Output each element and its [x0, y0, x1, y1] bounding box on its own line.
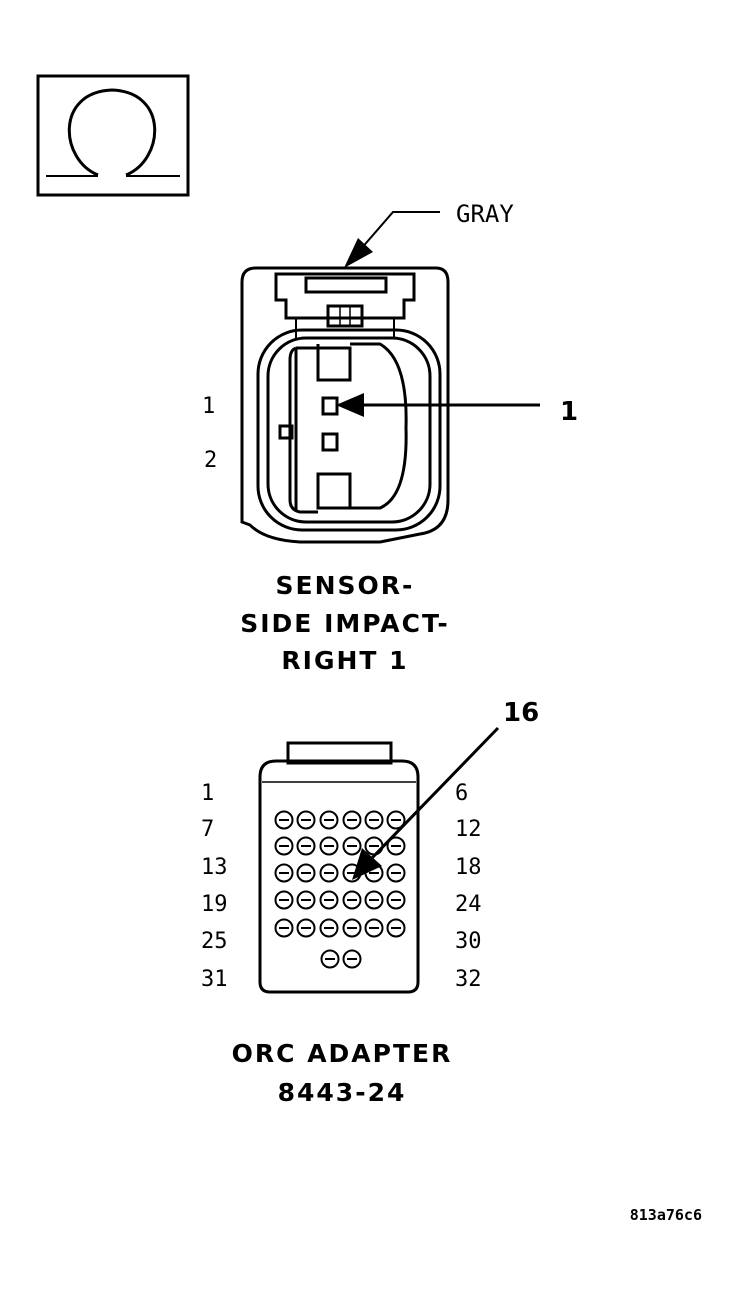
pin-cavity: [274, 863, 294, 883]
sensor-title-line-3: RIGHT 1: [281, 646, 408, 675]
pin-cavity: [386, 890, 406, 910]
adapter-connector: [258, 741, 420, 994]
right-pin-label: 6: [455, 781, 468, 806]
right-pin-label: 32: [455, 967, 482, 992]
pin-cavity: [319, 918, 339, 938]
pin-cavity: [386, 810, 406, 830]
right-pin-label: 24: [455, 892, 482, 917]
right-pin-label: 30: [455, 929, 482, 954]
pin-cavity: [342, 810, 362, 830]
pin-cavity: [319, 863, 339, 883]
right-pin-label: 12: [455, 817, 482, 842]
pin-label-1: 1: [202, 394, 215, 419]
image-code: 813a76c6: [630, 1206, 702, 1224]
pin-cavity: [296, 918, 316, 938]
pin-cavity: [296, 890, 316, 910]
left-pin-label: 7: [201, 817, 214, 842]
pin-cavity: [319, 890, 339, 910]
left-pin-label: 31: [201, 967, 228, 992]
left-pin-label: 13: [201, 855, 228, 880]
adapter-title-line-1: ORC ADAPTER: [232, 1039, 453, 1068]
pin-cavity: [274, 918, 294, 938]
pin-callout-16: 16: [352, 698, 539, 880]
pin-cavity: [364, 810, 384, 830]
adapter-right-labels: 6 12 18 24 30 32: [455, 781, 482, 992]
pin-cavity: [319, 836, 339, 856]
adapter-left-labels: 1 7 13 19 25 31: [201, 781, 228, 992]
pin-callout-1: 1: [336, 393, 578, 427]
wire-color-callout: GRAY: [344, 200, 514, 268]
pin-cavity: [364, 918, 384, 938]
left-pin-label: 19: [201, 892, 228, 917]
pin-label-2: 2: [204, 448, 217, 473]
adapter-title-line-2: 8443-24: [278, 1078, 407, 1107]
pin-cavity: [319, 810, 339, 830]
sensor-title-line-2: SIDE IMPACT-: [240, 609, 450, 638]
pin-cavity: [342, 836, 362, 856]
pin-cavity: [386, 918, 406, 938]
pin-cavity: [386, 836, 406, 856]
pin-cavity: [296, 810, 316, 830]
pin-cavity: [320, 949, 340, 969]
callout-number: 1: [560, 397, 578, 427]
pin-cavity: [342, 890, 362, 910]
pin-cavity: [274, 810, 294, 830]
terminal-2: [321, 432, 339, 452]
pin-cavity: [364, 890, 384, 910]
sensor-connector: 1 2: [202, 266, 450, 544]
pin-cavity: [296, 863, 316, 883]
wire-color-label: GRAY: [456, 200, 514, 228]
pin-cavity: [342, 949, 362, 969]
adapter-title: ORC ADAPTER 8443-24: [232, 1039, 453, 1107]
pin-cavity: [386, 863, 406, 883]
ohm-icon: [46, 88, 180, 177]
sensor-title: SENSOR- SIDE IMPACT- RIGHT 1: [240, 571, 450, 675]
pin-grid: [274, 810, 406, 969]
terminal-1: [321, 396, 339, 416]
pin-cavity: [296, 836, 316, 856]
left-pin-label: 1: [201, 781, 214, 806]
callout-number: 16: [503, 698, 539, 728]
pin-cavity: [342, 918, 362, 938]
left-pin-label: 25: [201, 929, 228, 954]
sensor-title-line-1: SENSOR-: [276, 571, 415, 600]
pin-cavity: [274, 890, 294, 910]
pin-cavity: [274, 836, 294, 856]
right-pin-label: 18: [455, 855, 482, 880]
ohm-meter-box: [36, 74, 190, 197]
